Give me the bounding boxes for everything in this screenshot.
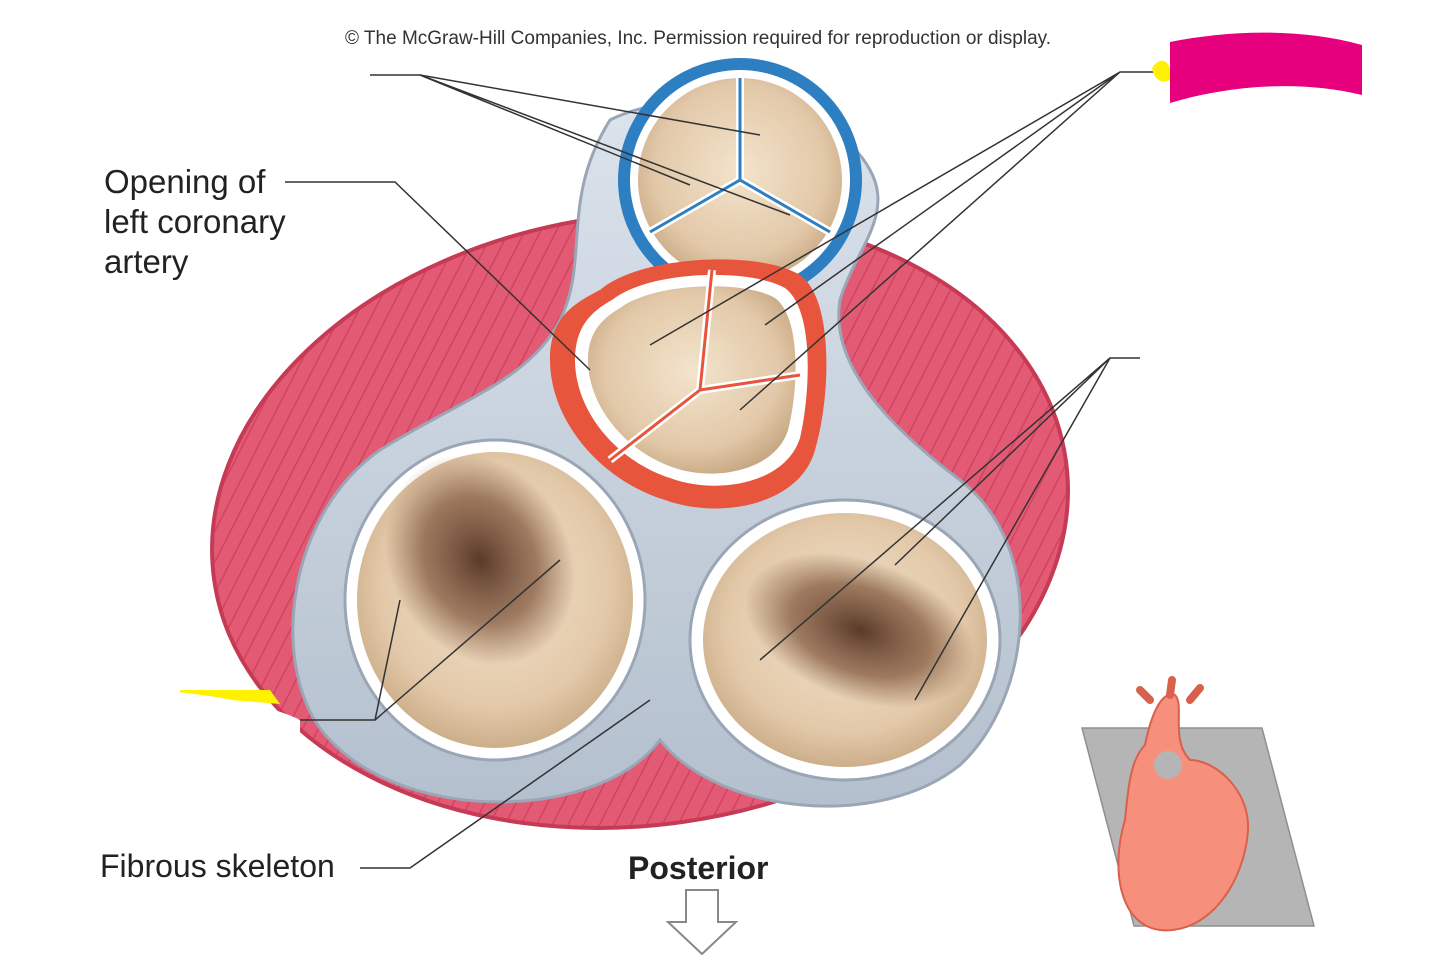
tricuspid-valve	[688, 498, 1002, 782]
label-opening-left-coronary-artery: Opening of left coronary artery	[104, 162, 334, 282]
posterior-arrow	[665, 889, 739, 956]
label-line-3: artery	[104, 243, 189, 280]
pink-label-tag	[1170, 32, 1362, 103]
leader-lines	[285, 71, 1160, 869]
copyright-notice: © The McGraw-Hill Companies, Inc. Permis…	[345, 28, 1052, 49]
pulmonary-valve	[618, 58, 862, 302]
yellow-tag-bottom	[180, 690, 280, 704]
label-fibrous-skeleton: Fibrous skeleton	[100, 848, 335, 884]
label-line-2: left coronary	[104, 203, 286, 240]
inset-heart-orientation	[1081, 676, 1315, 932]
label-posterior: Posterior	[628, 850, 769, 886]
aortic-valve	[550, 259, 827, 509]
mitral-valve	[343, 438, 647, 762]
label-line-1: Opening of	[104, 163, 266, 200]
blank-label-area-left	[0, 686, 300, 800]
yellow-tag-top	[1152, 60, 1170, 82]
